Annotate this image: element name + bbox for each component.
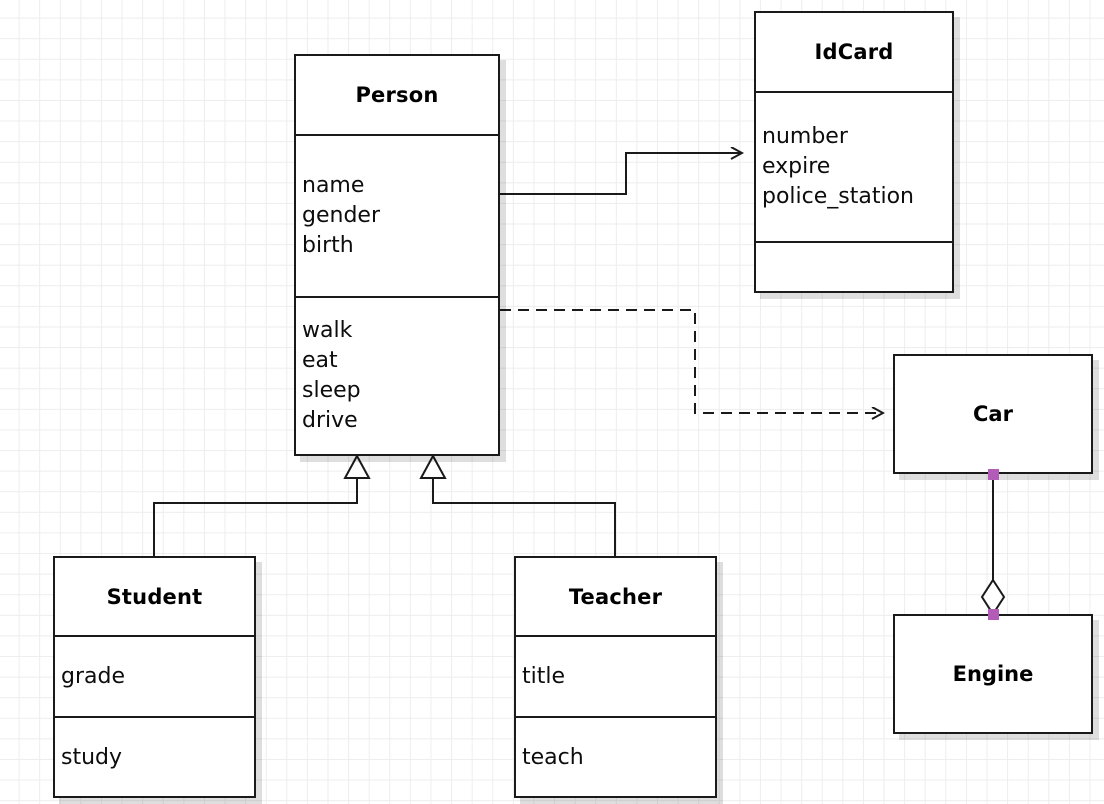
operations-compartment-teacher: teach <box>516 716 715 798</box>
attributes-compartment-person: name gender birth <box>296 134 498 296</box>
class-name-label: Car <box>973 402 1013 426</box>
operations-compartment-person: walk eat sleep drive <box>296 296 498 454</box>
connector-car-engine[interactable] <box>980 474 1006 616</box>
class-title-teacher: Teacher <box>516 558 715 635</box>
attribute-item: police_station <box>762 184 914 209</box>
attribute-item: expire <box>762 154 831 179</box>
hollow-triangle-icon <box>419 453 447 479</box>
attributes-compartment-student: grade <box>55 635 254 716</box>
uml-class-idcard[interactable]: IdCard number expire police_station <box>754 11 954 293</box>
attribute-item: name <box>302 173 365 198</box>
connector-person-idcard[interactable] <box>500 153 742 195</box>
class-name-label: Person <box>355 83 439 107</box>
operation-item: walk <box>302 318 353 343</box>
uml-class-student[interactable]: Student grade study <box>53 556 256 798</box>
operation-item: sleep <box>302 378 361 403</box>
connection-handle-car-bottom[interactable] <box>988 469 999 480</box>
class-title-idcard: IdCard <box>756 13 952 91</box>
attribute-item: grade <box>61 663 125 689</box>
connector-person-car[interactable] <box>500 309 883 413</box>
class-title-engine: Engine <box>895 616 1091 732</box>
connector-teacher-person[interactable] <box>419 453 616 556</box>
uml-class-teacher[interactable]: Teacher title teach <box>514 556 717 798</box>
class-name-label: IdCard <box>814 40 894 64</box>
connector-student-person[interactable] <box>153 453 371 556</box>
operations-compartment-student: study <box>55 716 254 798</box>
attribute-item: birth <box>302 233 354 258</box>
attributes-compartment-teacher: title <box>516 635 715 716</box>
operation-item: study <box>61 745 123 770</box>
class-name-label: Engine <box>952 662 1034 686</box>
operation-item: teach <box>522 745 584 770</box>
attribute-item: title <box>522 663 566 689</box>
operations-compartment-idcard <box>756 241 952 291</box>
attribute-item: gender <box>302 203 380 228</box>
operation-item: drive <box>302 408 358 433</box>
uml-class-car[interactable]: Car <box>893 354 1093 474</box>
operation-item: eat <box>302 348 338 373</box>
hollow-triangle-icon <box>343 453 371 479</box>
class-name-label: Student <box>106 584 203 609</box>
class-title-person: Person <box>296 56 498 134</box>
uml-class-person[interactable]: Person name gender birth walk eat sleep … <box>294 54 500 456</box>
attribute-item: number <box>762 124 848 149</box>
uml-class-engine[interactable]: Engine <box>893 614 1093 734</box>
attributes-compartment-idcard: number expire police_station <box>756 91 952 241</box>
class-title-student: Student <box>55 558 254 635</box>
class-title-car: Car <box>895 356 1091 472</box>
class-name-label: Teacher <box>568 584 663 609</box>
connection-handle-engine-top[interactable] <box>988 609 999 620</box>
